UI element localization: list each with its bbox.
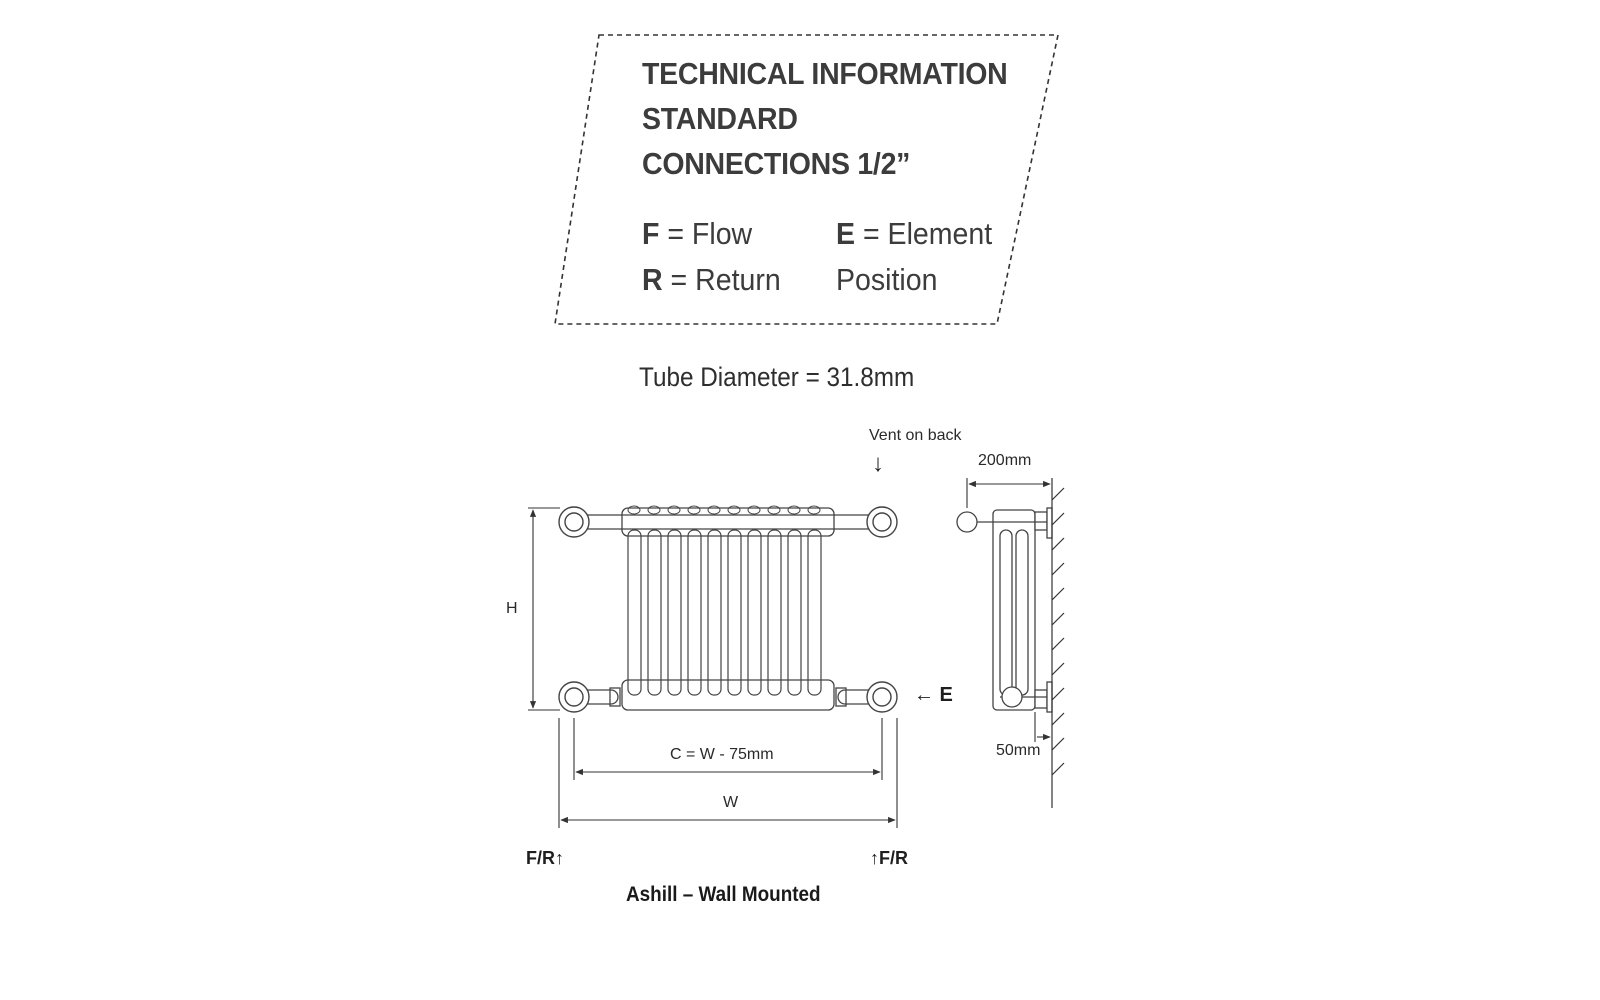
- legend-element-text: = Element: [862, 216, 993, 251]
- height-dimension: [528, 507, 560, 711]
- heading-connections: CONNECTIONS 1/2”: [642, 146, 911, 181]
- flow-return-right: ↑F/R: [870, 848, 908, 868]
- wall-gap-label: 50mm: [996, 742, 1041, 759]
- section-top-bosses: [627, 505, 821, 515]
- centres-label: C = W - 75mm: [670, 746, 774, 763]
- depth-label: 200mm: [978, 452, 1032, 469]
- valve-left: [609, 687, 621, 707]
- element-position-label: ← E: [914, 684, 953, 706]
- side-view: [956, 507, 1053, 713]
- legend-return: R = Return: [642, 262, 781, 298]
- legend-flow-key: F: [642, 216, 660, 251]
- wall-gap-dimension: [1034, 712, 1051, 742]
- height-label: H: [506, 600, 518, 617]
- wall: [1051, 478, 1065, 808]
- width-label: W: [723, 794, 739, 811]
- depth-dimension: [966, 478, 1051, 508]
- width-dimension: [558, 718, 898, 828]
- tube-diameter: Tube Diameter = 31.8mm: [639, 362, 915, 392]
- legend-return-text: = Return: [670, 262, 781, 297]
- heading-standard: STANDARD: [642, 101, 798, 136]
- valve-right: [835, 687, 847, 707]
- legend-flow-text: = Flow: [667, 216, 753, 251]
- heading-technical-information: TECHNICAL INFORMATION: [642, 56, 1008, 91]
- radiator-columns: [627, 529, 822, 696]
- top-rail: [577, 514, 879, 530]
- flow-return-left: F/R↑: [526, 848, 564, 868]
- legend-element-position: Position: [836, 262, 938, 297]
- legend-element: E = Element: [836, 216, 992, 252]
- wall-brackets: [558, 506, 898, 713]
- legend-return-key: R: [642, 262, 663, 297]
- vent-arrow-icon: ↓: [872, 450, 884, 477]
- centres-dimension: [573, 718, 883, 780]
- legend-element-key: E: [836, 216, 856, 251]
- drawing-caption: Ashill – Wall Mounted: [626, 883, 821, 906]
- vent-label: Vent on back: [869, 427, 962, 444]
- legend-flow: F = Flow: [642, 216, 752, 252]
- section-top-header: [621, 507, 835, 537]
